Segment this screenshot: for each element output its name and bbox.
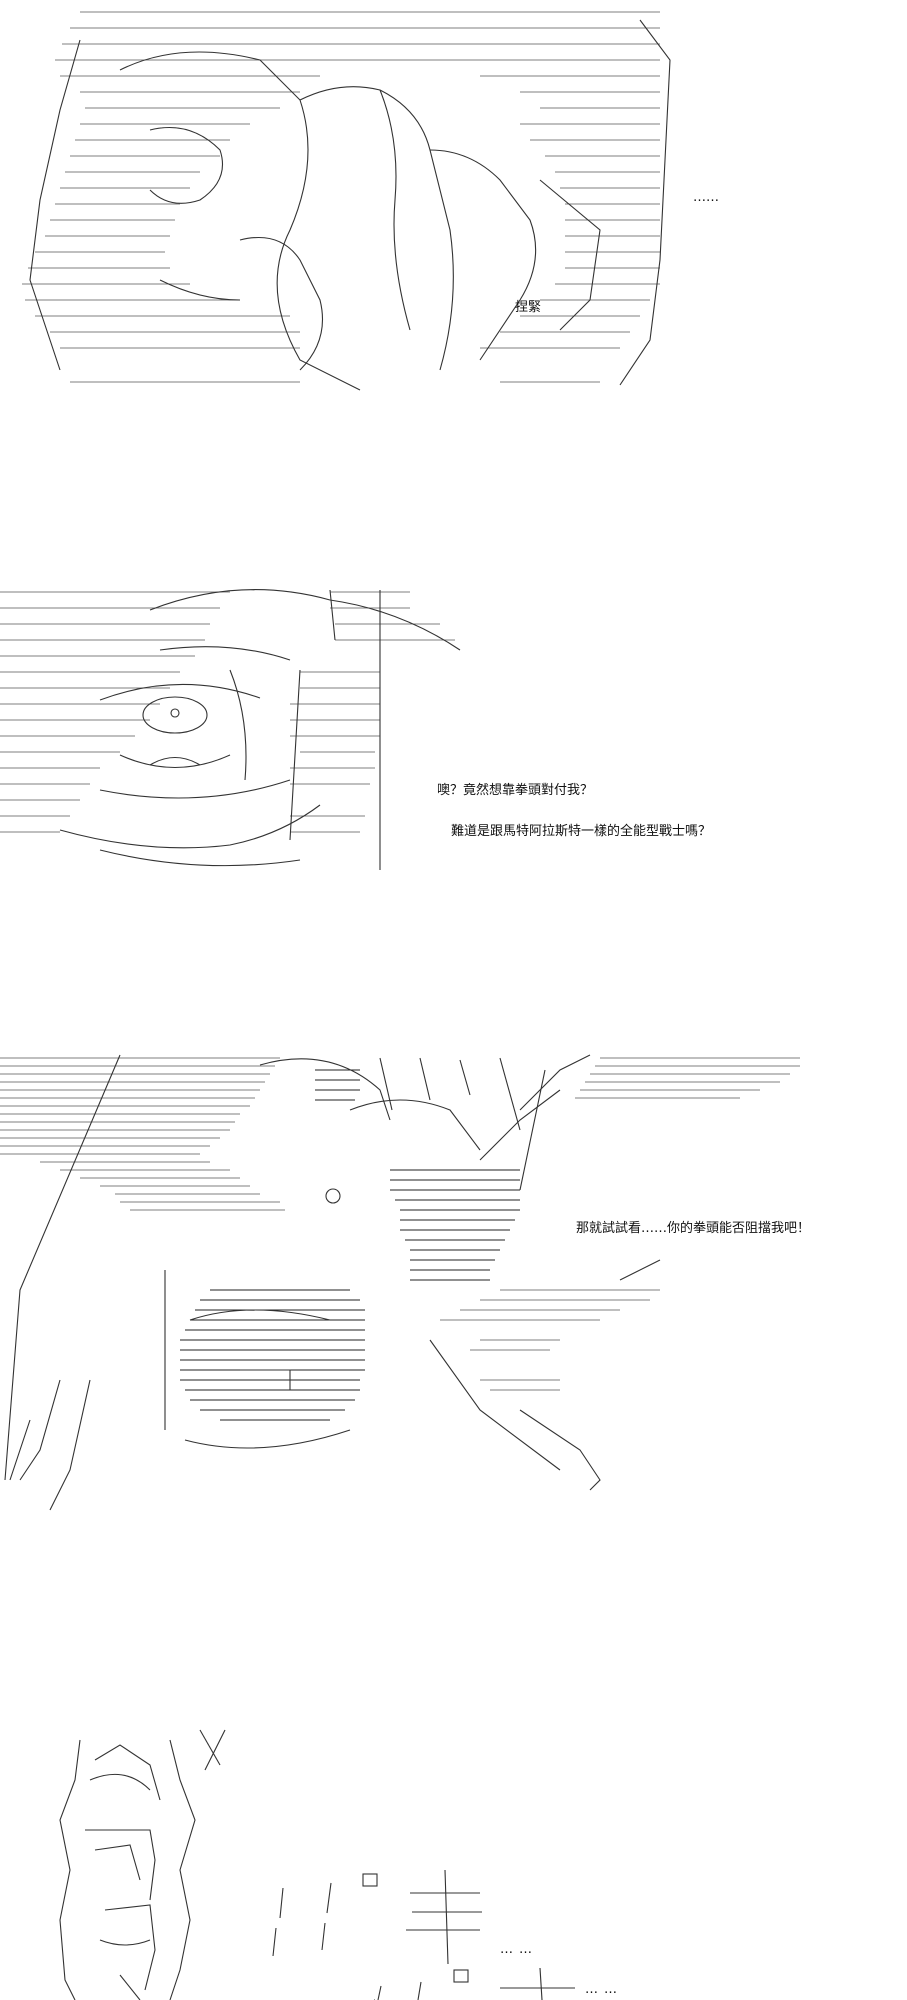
villain-challenge-line: 那就試試看……你的拳頭能否阻擋我吧！ bbox=[576, 1221, 811, 1236]
villain-face-illustration bbox=[0, 589, 461, 870]
villain-line-1: 噢？竟然想靠拳頭對付我？ bbox=[437, 783, 594, 798]
panel-villain-attack: 那就試試看……你的拳頭能否阻擋我吧！ bbox=[0, 1050, 907, 1530]
pachi-ellipsis-top: …… bbox=[500, 1942, 538, 1957]
panel-fist-clench: …… 捏緊 bbox=[0, 0, 907, 400]
clench-caption: 捏緊 bbox=[515, 300, 542, 315]
panel-pachi: …… …… bbox=[0, 1720, 907, 2000]
villain-attack-illustration bbox=[0, 1054, 800, 1511]
pachi-sound-effect-bottom bbox=[374, 1967, 575, 2000]
pachi-sound-effect-top bbox=[272, 1869, 482, 1965]
fist-clench-illustration bbox=[22, 11, 671, 391]
panel-villain-closeup: 噢？竟然想靠拳頭對付我？ 難道是跟馬特阿拉斯特一樣的全能型戰士嗎？ bbox=[0, 580, 907, 880]
villain-line-2: 難道是跟馬特阿拉斯特一樣的全能型戰士嗎？ bbox=[451, 824, 712, 839]
figure-outline-illustration bbox=[59, 1729, 226, 2000]
ellipsis-text: …… bbox=[693, 190, 719, 205]
pachi-ellipsis-bottom: …… bbox=[585, 1982, 623, 1997]
